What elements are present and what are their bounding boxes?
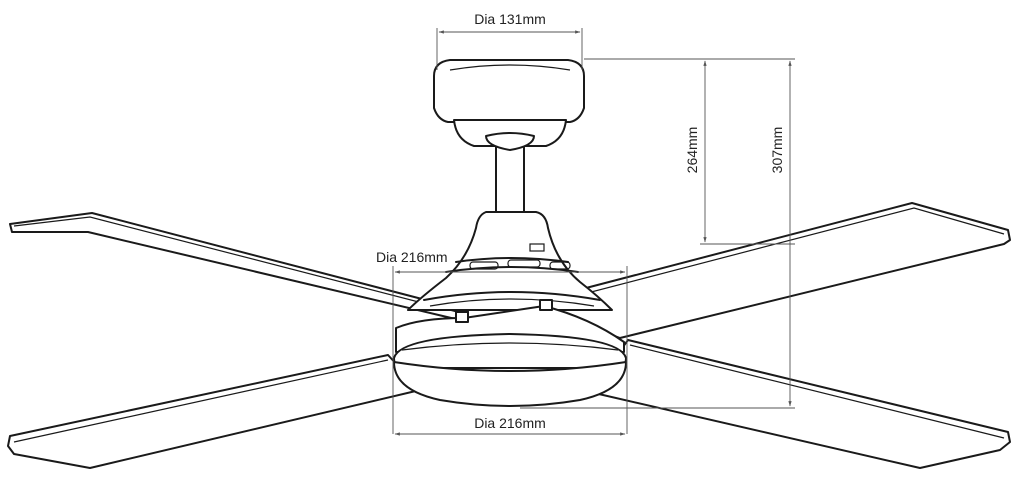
motor-housing [407,211,613,311]
housing-diameter-label: Dia 216mm [376,249,448,265]
dimension-canopy: Dia 131mm [436,11,583,70]
light-diameter-label: Dia 216mm [474,415,546,431]
height-307-label: 307mm [769,127,785,174]
blade-top-left [9,212,469,322]
dimension-light: Dia 216mm [394,415,626,436]
blade-bolt-right [539,299,553,311]
blade-top-right [539,202,1011,339]
dimension-264: 264mm [584,58,795,245]
blade-bolt-left [455,311,469,323]
canopy [433,59,585,151]
height-264-label: 264mm [684,127,700,174]
blade-bottom-right [589,339,1011,469]
dimension-housing: Dia 216mm [376,249,628,434]
canopy-diameter-label: Dia 131mm [474,11,546,27]
light-kit [393,333,627,407]
dimension-307: 307mm [520,60,795,409]
blade-bottom-left [7,354,421,469]
